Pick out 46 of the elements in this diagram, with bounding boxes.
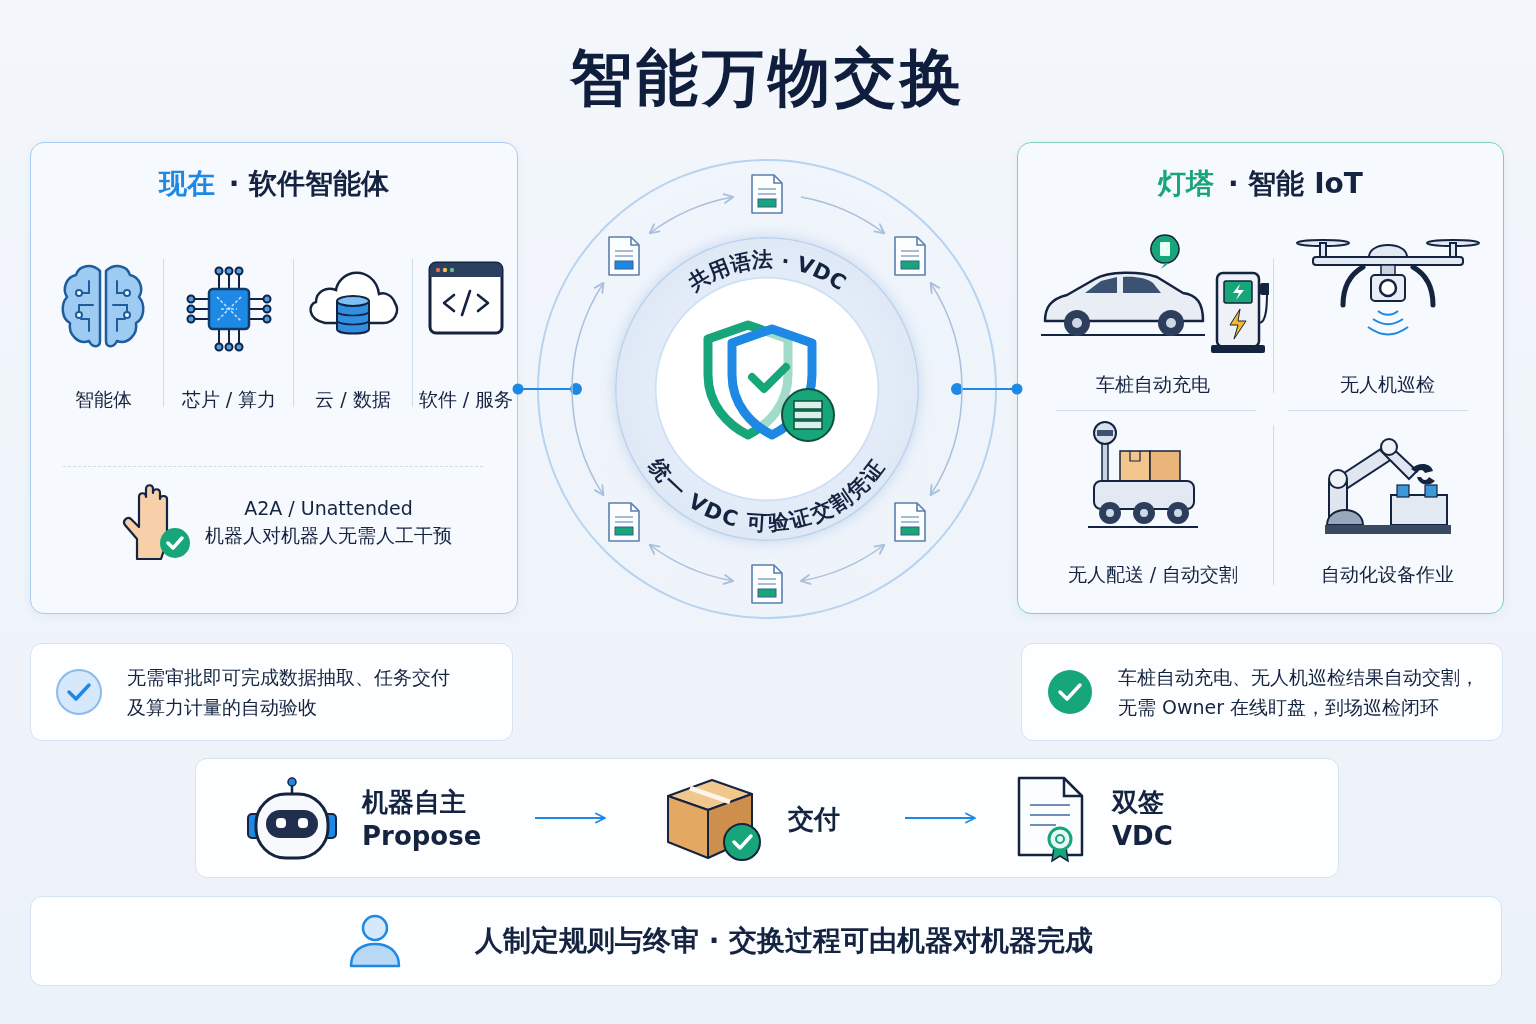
document-icon xyxy=(750,173,784,215)
footer-text: 人制定规则与终审 · 交换过程可由机器对机器完成 xyxy=(475,923,1094,959)
item-label: 云 / 数据 xyxy=(315,387,391,411)
note-text: A2A / Unattended xyxy=(244,497,413,519)
item-label: 车桩自动充电 xyxy=(1096,372,1210,396)
step-label: 交付 xyxy=(788,803,840,836)
note-card xyxy=(1021,643,1503,741)
panel-heading: 现在 xyxy=(158,166,215,202)
note-text: 机器人对机器人无需人工干预 xyxy=(205,523,452,548)
step-label: 机器自主 Propose xyxy=(362,786,483,853)
arrow xyxy=(648,543,735,585)
ring-caption: 共用语法 · VDC xyxy=(684,247,851,296)
item-label: 无人机巡检 xyxy=(1340,372,1435,396)
note-text: 车桩自动充电、无人机巡检结果自动交割，无需 Owner 在线盯盘，到场巡检闭环 xyxy=(1118,665,1480,720)
item-label: 芯片 / 算力 xyxy=(181,387,277,411)
step-label: 双签 VDC xyxy=(1112,786,1174,853)
document-icon xyxy=(607,501,642,543)
note-card xyxy=(30,643,513,741)
panel-heading: · 智能 IoT xyxy=(1228,166,1363,202)
flow-band xyxy=(195,758,1339,878)
item-label: 自动化设备作业 xyxy=(1321,562,1454,586)
arrow xyxy=(535,812,606,824)
ring-caption: 统一 VDC 可验证交割凭证 xyxy=(644,454,890,536)
panel-card xyxy=(1017,142,1504,614)
connector-line xyxy=(512,383,570,395)
arrow xyxy=(929,281,963,497)
page-title: 智能万物交换 xyxy=(569,40,967,116)
arrow xyxy=(571,281,605,497)
inner-ring xyxy=(615,237,919,541)
arrow xyxy=(799,543,886,585)
document-icon xyxy=(750,563,784,605)
arrow xyxy=(800,196,886,235)
document-icon xyxy=(892,501,927,543)
arrow xyxy=(648,193,735,235)
item-label: 无人配送 / 自动交割 xyxy=(1067,562,1239,586)
panel-heading: 灯塔 xyxy=(1158,166,1215,202)
note-text: 无需审批即可完成数据抽取、任务交付及算力计量的自动验收 xyxy=(127,665,451,720)
item-label: 软件 / 服务 xyxy=(418,387,514,411)
panel-heading: · 软件智能体 xyxy=(228,166,390,202)
item-label: 智能体 xyxy=(74,387,132,411)
panel-card xyxy=(30,142,518,614)
connector-line xyxy=(963,383,1023,395)
arrow xyxy=(905,812,976,824)
document-icon xyxy=(607,235,642,277)
footer-bar xyxy=(30,896,1502,986)
document-icon xyxy=(892,235,927,277)
